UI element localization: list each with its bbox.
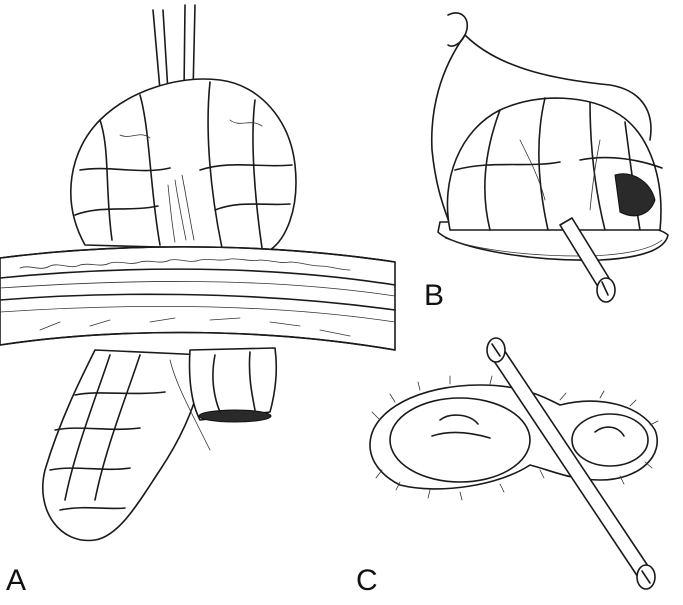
panel-label-c: C bbox=[356, 564, 378, 597]
abdominal-wall bbox=[0, 246, 396, 351]
everted-bowel bbox=[446, 97, 663, 231]
catheter-rod-c bbox=[486, 337, 656, 590]
bowel-stump bbox=[188, 347, 278, 423]
catheter-rod bbox=[559, 217, 616, 303]
panel-c-drawing bbox=[369, 337, 659, 590]
panel-b-drawing bbox=[430, 12, 669, 303]
panel-label-b: B bbox=[424, 279, 445, 312]
panel-label-a: A bbox=[6, 564, 27, 597]
suture-thread bbox=[430, 12, 652, 226]
bowel-loop-lower bbox=[42, 349, 211, 542]
stoma-openings bbox=[389, 397, 649, 483]
bowel-loop-upper bbox=[70, 78, 297, 251]
panel-a-drawing bbox=[0, 4, 396, 542]
